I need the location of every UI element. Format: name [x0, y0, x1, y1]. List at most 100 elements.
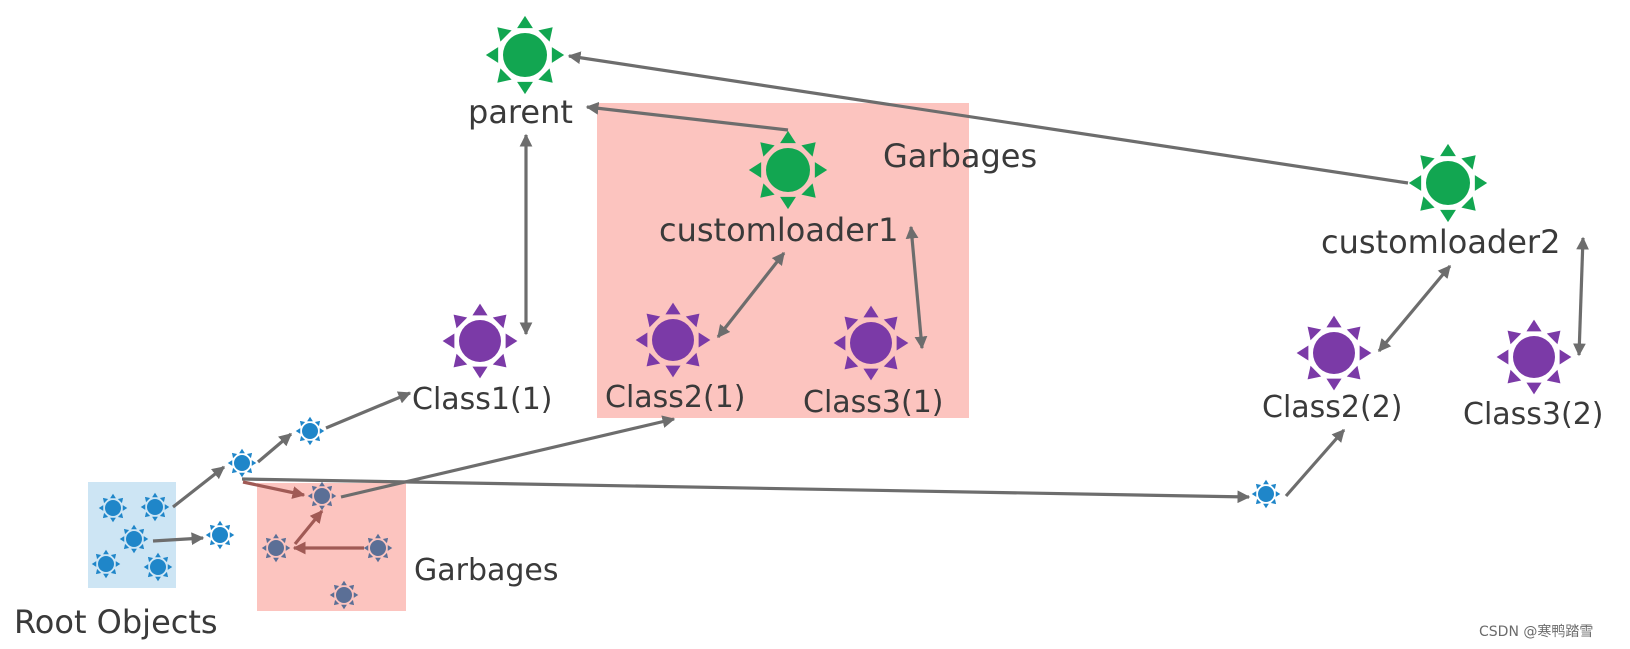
object-node-b-ray: [314, 420, 321, 427]
class-node-class3-1-ray: [863, 305, 879, 318]
garbage-object-1-ray: [319, 505, 325, 511]
object-node-b-ray: [307, 416, 313, 422]
object-node-b2-ray: [205, 532, 211, 538]
root-object-5-ray: [162, 571, 169, 578]
root-object-1-ray: [102, 512, 109, 519]
object-node-a-ray: [239, 472, 245, 478]
edge-red-a-garbage: [242, 480, 306, 499]
class-node-class3-2-ray: [1559, 349, 1572, 365]
garbage-object-4-ray: [348, 584, 355, 591]
class-node-class3-2-ray: [1496, 349, 1509, 365]
root-object-3: [119, 524, 149, 554]
object-node-a-ray: [246, 467, 253, 474]
loader-node-customloader1-core: [766, 148, 810, 192]
class-node-class3-1-ray: [844, 355, 859, 370]
loader-node-customloader1-ray: [814, 162, 828, 178]
root-object-1-ray: [122, 505, 128, 511]
object-node-right-ray: [1275, 491, 1281, 497]
root-object-5-ray: [155, 552, 161, 558]
root-object-4-ray: [103, 573, 109, 579]
loader-node-customloader2-core: [1426, 161, 1470, 205]
garbage-object-2-ray: [285, 545, 291, 551]
class-node-class2-1-ray: [665, 302, 681, 315]
object-node-b2-ray: [224, 539, 231, 546]
class-node-class3-1-ray: [883, 316, 898, 331]
root-object-5-ray: [147, 556, 154, 563]
root-object-3-ray: [143, 536, 149, 542]
garbage-object-4-core: [336, 587, 352, 603]
edge-red-g2-g1: [293, 509, 324, 546]
root-object-5: [143, 552, 173, 582]
class-node-class2-2-core: [1313, 332, 1355, 374]
root-object-5-ray: [147, 571, 154, 578]
loader-node-customloader1-ray: [760, 142, 775, 157]
garbage-object-3-ray: [367, 552, 374, 559]
class-node-class3-1-ray: [883, 355, 898, 370]
label-garbages-top: Garbages: [883, 137, 1037, 175]
object-node-right-ray: [1270, 498, 1277, 505]
loader-node-customloader1-ray: [801, 142, 816, 157]
garbage-object-1-ray: [326, 485, 333, 492]
root-object-4: [91, 549, 121, 579]
root-object-4-ray: [91, 561, 97, 567]
root-object-3-ray: [131, 524, 137, 530]
root-object-2-ray: [144, 511, 151, 518]
object-node-b2-ray: [224, 524, 231, 531]
object-node-right-ray: [1255, 498, 1262, 505]
edge-class3-1-customloader1: [905, 225, 928, 350]
class-node-class2-1-ray: [665, 365, 681, 378]
object-node-b2-ray: [217, 520, 223, 526]
edge-customloader2-parent: [567, 51, 1409, 185]
root-object-5-core: [150, 559, 166, 575]
class-node-class1-1-ray: [472, 303, 488, 316]
edge-root-obj-b: [152, 532, 205, 546]
garbage-object-4-ray: [329, 592, 335, 598]
class-node-class2-1-core: [652, 319, 694, 361]
edge-right-object-class2-2: [1284, 428, 1346, 498]
class-node-class1-1: [442, 303, 518, 379]
loader-node-customloader2-ray: [1461, 196, 1476, 211]
class-node-class3-2-ray: [1507, 369, 1522, 384]
object-node-b-ray: [295, 428, 301, 434]
root-object-1-core: [105, 500, 121, 516]
loader-node-parent-ray: [538, 27, 553, 42]
label-class1-1: Class1(1): [412, 382, 553, 417]
edges: [152, 51, 1590, 555]
loader-node-customloader2-ray: [1440, 143, 1456, 157]
object-node-b2-ray: [209, 524, 216, 531]
watermark: CSDN @寒鸭踏雪: [1479, 623, 1593, 640]
label-parent: parent: [468, 93, 573, 131]
root-object-2-ray: [152, 492, 158, 498]
class-node-class3-2-ray: [1526, 319, 1542, 332]
loader-node-parent-ray: [517, 15, 533, 29]
class-node-class3-1-core: [850, 322, 892, 364]
loader-node-customloader2: [1408, 143, 1488, 223]
object-node-b2: [205, 520, 235, 550]
garbage-object-2-ray: [273, 533, 279, 539]
class-node-class3-1-ray: [896, 335, 909, 351]
class-node-class2-2-ray: [1346, 365, 1361, 380]
loader-node-parent-ray: [485, 47, 499, 63]
root-object-1-ray: [110, 517, 116, 523]
loader-node-customloader2-ray: [1474, 175, 1488, 191]
loader-node-parent-ray: [497, 68, 512, 83]
garbage-object-1: [307, 481, 337, 511]
class-node-class2-1-ray: [685, 313, 700, 328]
loader-node-customloader1: [748, 130, 828, 210]
label-class2-2: Class2(2): [1262, 390, 1403, 425]
root-object-1-ray: [98, 505, 104, 511]
garbage-object-1-ray: [326, 500, 333, 507]
root-object-1-ray: [117, 497, 124, 504]
class-node-class2-1-ray: [646, 313, 661, 328]
edge-root-obj-a: [172, 465, 226, 509]
object-node-right-ray: [1270, 483, 1277, 490]
class-node-class2-2: [1296, 315, 1372, 391]
edge-class3-2-customloader2: [1572, 236, 1590, 357]
root-object-3-ray: [123, 528, 130, 535]
object-node-right-core: [1258, 486, 1274, 502]
garbage-object-4-ray: [333, 584, 340, 591]
root-object-1: [98, 493, 128, 523]
root-object-5-ray: [162, 556, 169, 563]
object-node-right-ray: [1263, 503, 1269, 509]
